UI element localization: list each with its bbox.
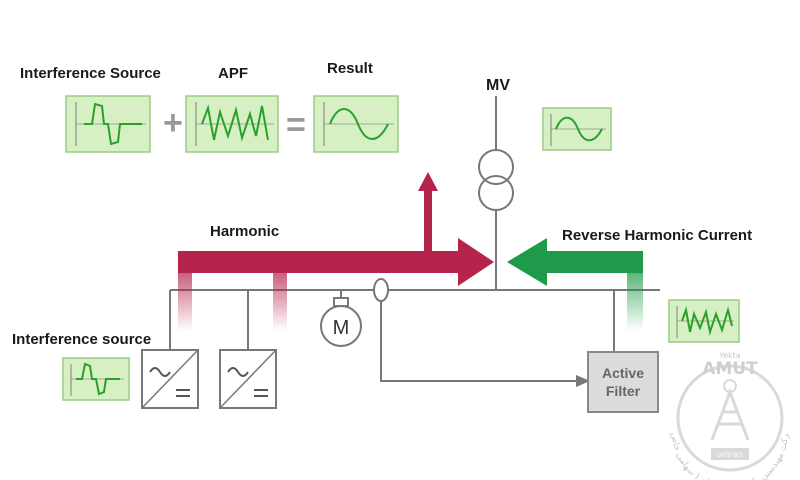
apf-label: APF: [218, 65, 248, 82]
scope-apf: [185, 95, 279, 153]
active-filter-label-line1: Active: [602, 365, 644, 381]
scope-result: [313, 95, 399, 153]
plus-sign: +: [163, 104, 183, 142]
sensor-signal-line: [380, 301, 578, 382]
reverse-harmonic-arrow: [507, 238, 643, 331]
motor-label: M: [333, 317, 350, 339]
converter-2: [219, 349, 277, 409]
scope-filter-output: [668, 299, 740, 343]
transformer-symbol: [478, 149, 514, 211]
scope-interference-source: [65, 95, 151, 153]
motor-symbol: [320, 297, 362, 347]
reverse-harmonic-current-label: Reverse Harmonic Current: [562, 227, 752, 244]
current-sensor: [373, 278, 389, 302]
watermark-brand: AMUT: [702, 359, 758, 379]
interference-source-left-label: Interference source: [12, 331, 151, 348]
scope-interference-source-left: [62, 357, 130, 401]
interference-source-top-label: Interference Source: [20, 65, 161, 82]
sensor-signal-arrowhead: [576, 375, 590, 387]
active-filter-box: [587, 351, 659, 413]
active-filter-label-line2: Filter: [606, 383, 641, 399]
mv-label: MV: [486, 77, 510, 94]
harmonic-arrow: [178, 172, 494, 331]
watermark-brand-top: Yekta: [718, 351, 741, 360]
converter-1: [141, 349, 199, 409]
equals-sign: =: [286, 106, 306, 144]
result-label: Result: [327, 60, 373, 77]
scope-mv: [542, 107, 612, 151]
harmonic-label: Harmonic: [210, 223, 279, 240]
watermark-brand-bottom: omran: [717, 450, 743, 459]
